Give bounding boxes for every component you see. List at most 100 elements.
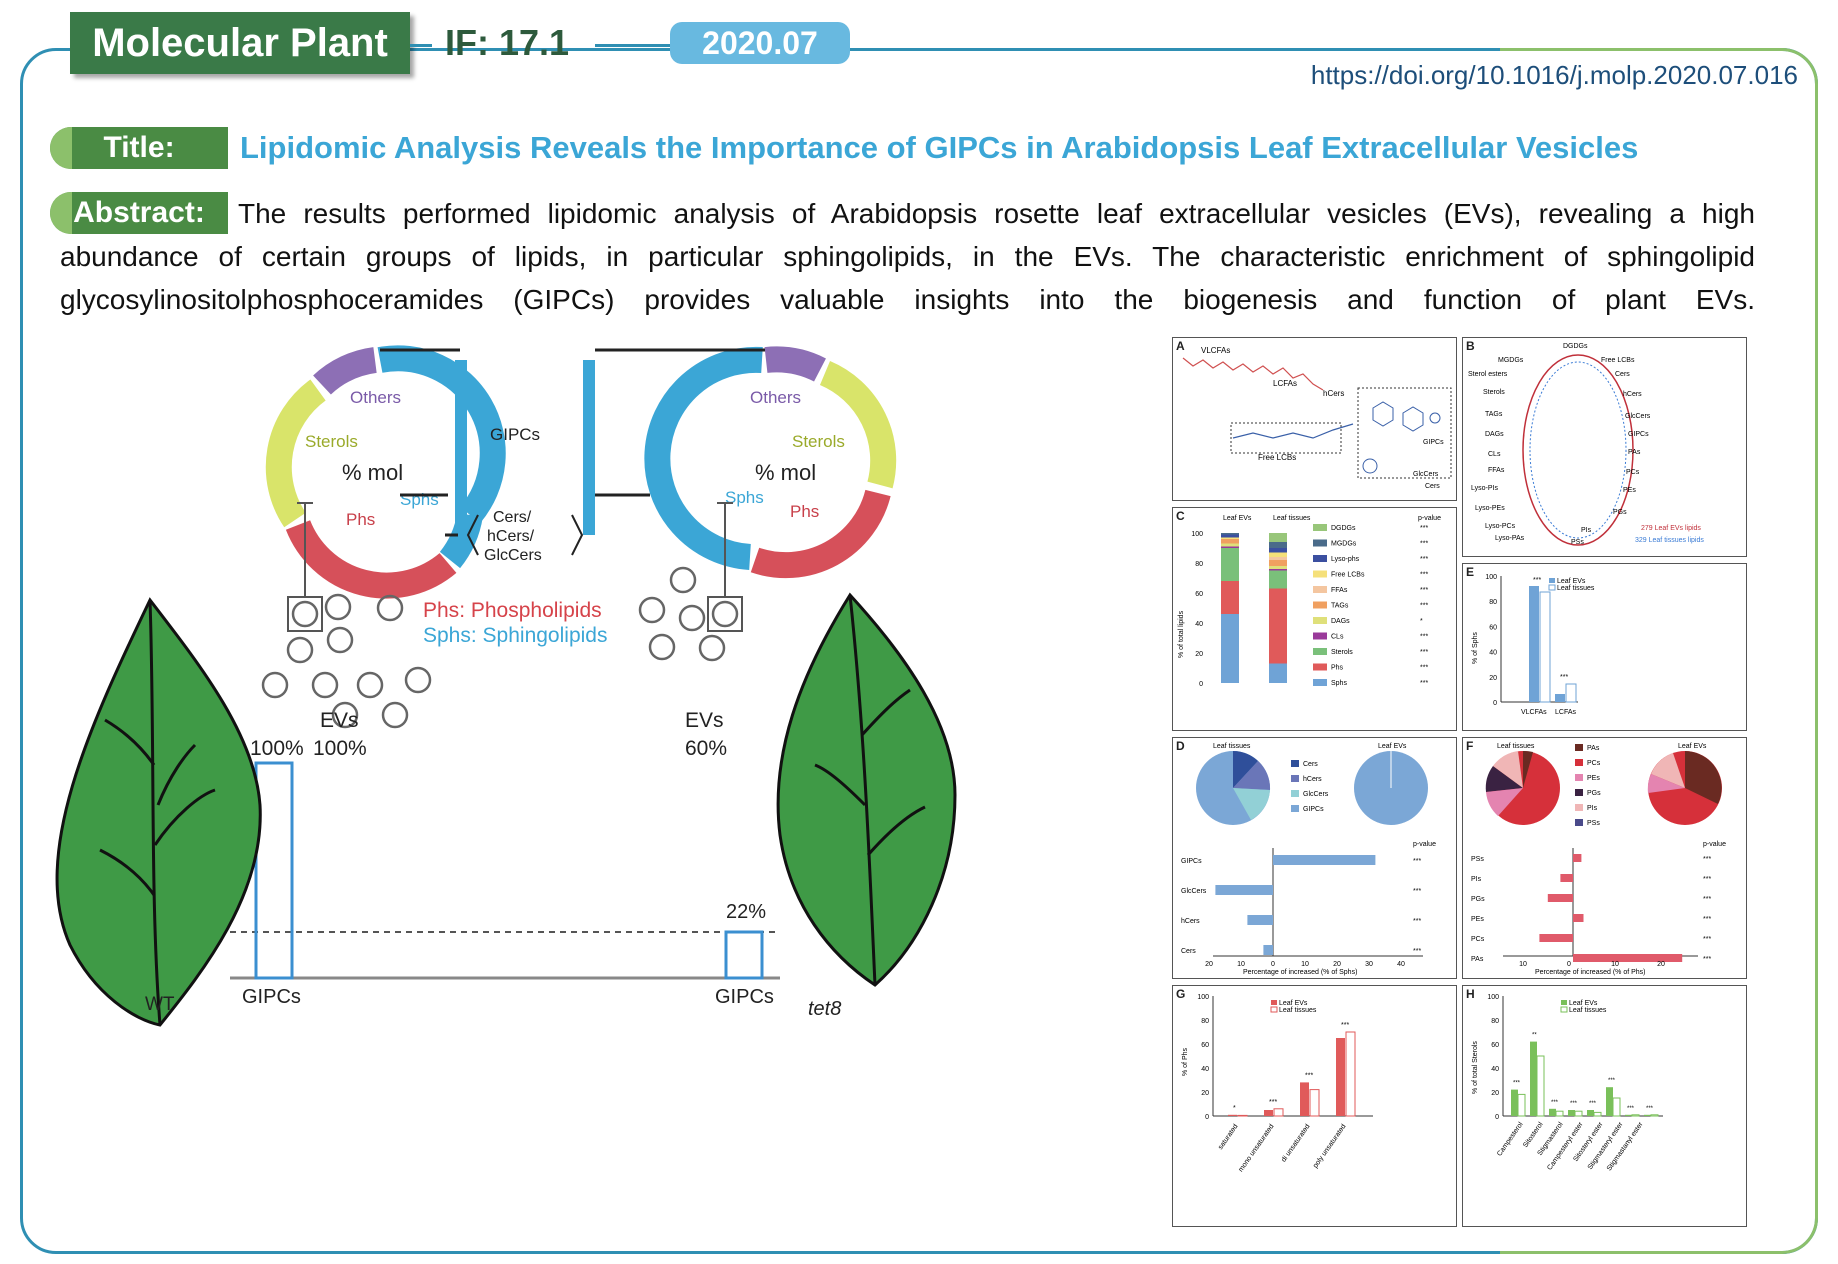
f-row-label: PSs bbox=[1471, 856, 1484, 863]
h-category: Stigmasteryl ester bbox=[1587, 1121, 1625, 1171]
f-bar bbox=[1547, 894, 1573, 902]
impact-factor: IF: 17.1 bbox=[445, 22, 570, 63]
c-bar-segment bbox=[1269, 560, 1287, 566]
y-tick-label: 100 bbox=[1191, 531, 1203, 538]
evs-label-left: EVs bbox=[320, 709, 359, 732]
abstract-line: glycosylinositolphosphoceramides (GIPCs)… bbox=[60, 284, 1755, 315]
f-legend-swatch bbox=[1575, 774, 1583, 781]
donut-center-label: % mol bbox=[342, 460, 403, 485]
middle-comparison: GIPCs Cers/ hCers/ GlcCers bbox=[380, 348, 765, 564]
abstract-text: The results performed lipidomic analysis… bbox=[60, 192, 1755, 321]
c-col-label: Leaf tissues bbox=[1273, 515, 1311, 522]
panel-label: G bbox=[1176, 987, 1186, 1001]
c-bar-segment bbox=[1269, 663, 1287, 683]
h-bar bbox=[1631, 1114, 1640, 1117]
g-legend: Leaf tissues bbox=[1279, 1007, 1317, 1014]
y-tick-label: 60 bbox=[1491, 1042, 1499, 1049]
c-star: *** bbox=[1420, 665, 1428, 672]
tet8-gipcs-bar bbox=[724, 930, 764, 980]
b-item: Sterols bbox=[1483, 389, 1505, 396]
d-row-label: GIPCs bbox=[1181, 858, 1202, 865]
gipcs-label: GIPCs bbox=[490, 425, 540, 444]
y-tick-label: 80 bbox=[1195, 561, 1203, 568]
panel-label: C bbox=[1176, 509, 1185, 523]
h-bar bbox=[1536, 1055, 1545, 1117]
c-legend-label: Sterols bbox=[1331, 649, 1353, 656]
c-legend-swatch bbox=[1313, 663, 1327, 671]
c-bar-segment bbox=[1221, 539, 1239, 544]
c-bar-segment bbox=[1269, 542, 1287, 548]
c-bar-segment bbox=[1221, 548, 1239, 581]
poster-frame-accent bbox=[1500, 48, 1818, 1254]
f-x-tick: 10 bbox=[1519, 961, 1527, 968]
h-star: *** bbox=[1513, 1081, 1521, 1087]
glccers-label: GlcCers bbox=[1413, 471, 1439, 478]
d-legend-label: GIPCs bbox=[1303, 806, 1324, 813]
d-star: *** bbox=[1413, 948, 1421, 955]
b-item: GIPCs bbox=[1628, 431, 1649, 438]
c-legend-label: Lyso-phs bbox=[1331, 556, 1360, 563]
y-tick-label: 100 bbox=[1485, 574, 1497, 581]
c-legend-swatch bbox=[1313, 555, 1327, 562]
e-bar bbox=[1539, 591, 1551, 703]
g-bar bbox=[1345, 1031, 1356, 1117]
donut-right: Others Sterols Phs Sphs % mol bbox=[644, 346, 897, 579]
vesicles-left bbox=[261, 502, 432, 729]
pct-left-1: 100% bbox=[250, 737, 304, 760]
c-legend-label: DAGs bbox=[1331, 618, 1350, 625]
b-legend-evs: 279 Leaf EVs lipids bbox=[1641, 525, 1701, 532]
donut-segment-others bbox=[313, 347, 378, 395]
d-pie-title: Leaf tissues bbox=[1213, 743, 1251, 750]
donut-label-sterols: Sterols bbox=[305, 432, 358, 451]
lcfas-label: LCFAs bbox=[1273, 379, 1297, 388]
g-bar bbox=[1273, 1108, 1284, 1117]
c-star: *** bbox=[1420, 634, 1428, 641]
donut-segment-phs bbox=[750, 489, 891, 579]
y-tick-label: 60 bbox=[1195, 591, 1203, 598]
b-item: Lyso-PIs bbox=[1471, 485, 1498, 492]
header-rule bbox=[595, 44, 670, 47]
abstract-label: Abstract: bbox=[50, 192, 228, 234]
f-bar bbox=[1573, 854, 1582, 862]
cers-label: Cers/ bbox=[493, 509, 532, 526]
g-category: mono unsaturated bbox=[1238, 1123, 1276, 1173]
journal-badge: Molecular Plant bbox=[70, 12, 410, 74]
g-star: * bbox=[1233, 1105, 1236, 1112]
donut-center-label: % mol bbox=[755, 460, 816, 485]
c-legend-label: MGDGs bbox=[1331, 541, 1357, 548]
d-legend-swatch bbox=[1291, 775, 1299, 782]
g-bar bbox=[1228, 1114, 1237, 1116]
f-star: *** bbox=[1703, 896, 1711, 903]
g-legend: Leaf EVs bbox=[1279, 1000, 1308, 1007]
f-row-label: PAs bbox=[1471, 956, 1484, 963]
h-star: ** bbox=[1532, 1033, 1537, 1039]
y-tick-label: 40 bbox=[1489, 650, 1497, 657]
panel-f-chart: Leaf tissues Leaf EVs PAsPCsPEsPGsPIsPSs… bbox=[1471, 743, 1726, 976]
b-item: MGDGs bbox=[1498, 357, 1524, 364]
c-legend-swatch bbox=[1313, 617, 1327, 624]
h-legend: Leaf tissues bbox=[1569, 1007, 1607, 1014]
panel-b-circle: DGDGs MGDGs Sterol esters Sterols TAGs D… bbox=[1468, 343, 1704, 546]
header-rule bbox=[410, 44, 432, 47]
free-lcbs-label: Free LCBs bbox=[1258, 453, 1296, 462]
donut-label-others: Others bbox=[350, 388, 401, 407]
f-row-label: PEs bbox=[1471, 916, 1484, 923]
d-x-tick: 10 bbox=[1301, 961, 1309, 968]
h-star: *** bbox=[1589, 1101, 1597, 1107]
d-x-tick: 0 bbox=[1271, 961, 1275, 968]
b-item: PSs bbox=[1571, 539, 1584, 546]
d-row-label: Cers bbox=[1181, 948, 1196, 955]
y-tick-label: 20 bbox=[1195, 651, 1203, 658]
f-legend-label: PGs bbox=[1587, 790, 1601, 797]
doi-link[interactable]: https://doi.org/10.1016/j.molp.2020.07.0… bbox=[1310, 60, 1798, 90]
d-star: *** bbox=[1413, 888, 1421, 895]
donut-segment-sphs bbox=[644, 346, 763, 570]
f-star: *** bbox=[1703, 916, 1711, 923]
panel-label: D bbox=[1176, 739, 1185, 753]
h-bar bbox=[1625, 1114, 1632, 1116]
h-bar bbox=[1574, 1110, 1583, 1117]
